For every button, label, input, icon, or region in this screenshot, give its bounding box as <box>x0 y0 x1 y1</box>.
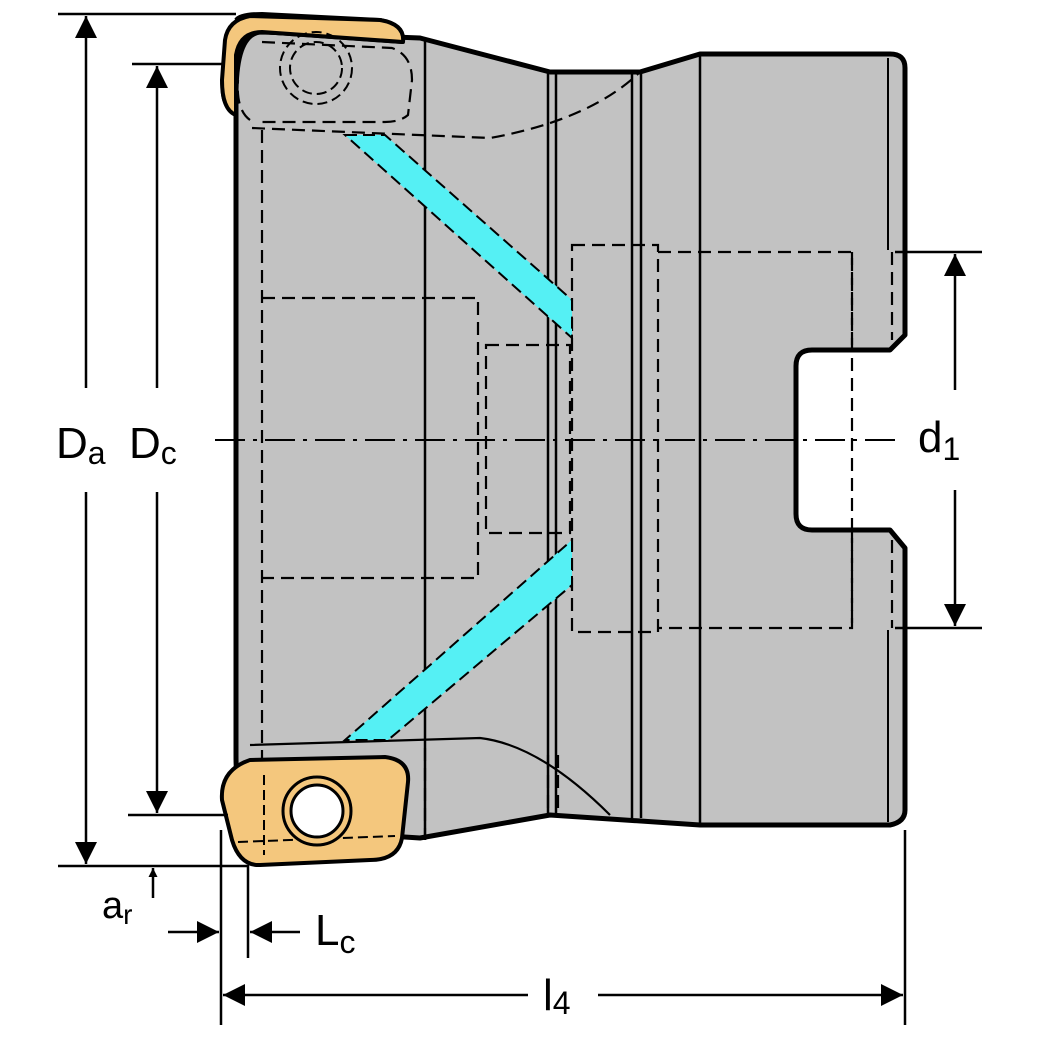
label-dc: Dc <box>129 419 177 471</box>
insert-bottom <box>219 755 411 868</box>
hidden-lines <box>236 40 894 840</box>
label-ar: ar <box>102 885 132 930</box>
cutter-body <box>233 29 908 841</box>
body-outline <box>233 29 908 841</box>
dimension-ar <box>148 868 219 943</box>
coolant-channel-upper <box>342 134 573 341</box>
extension-lines <box>58 12 982 1025</box>
label-lc: Lc <box>315 906 355 960</box>
coolant-channel-lower <box>342 537 573 741</box>
insert-top <box>220 12 406 117</box>
label-da: Da <box>56 419 106 471</box>
coolant-channels <box>342 134 573 741</box>
chip-pocket-curve <box>249 736 611 816</box>
label-d1: d1 <box>918 413 960 467</box>
label-l4: l4 <box>543 971 571 1021</box>
